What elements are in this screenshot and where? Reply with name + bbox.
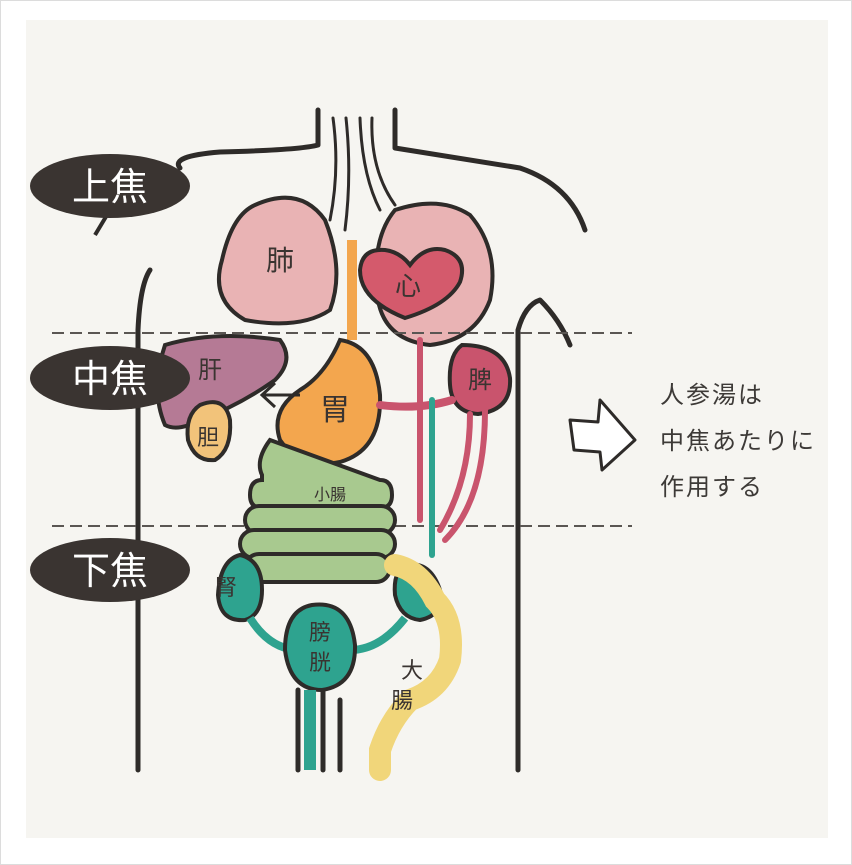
annotation-note: 人参湯は 中焦あたりに 作用する	[660, 372, 840, 510]
annotation-line-1: 人参湯は	[660, 372, 840, 418]
annotation-line-2: 中焦あたりに	[660, 418, 840, 464]
pointing-arrow-icon	[570, 400, 635, 470]
organ-label-lung: 肺	[266, 244, 294, 277]
organ-label-gallbladder: 胆	[197, 426, 219, 451]
organ-label-spleen: 脾	[468, 366, 492, 394]
zone-label-lower: 下焦	[72, 549, 148, 593]
organ-label-small-intestine: 小腸	[314, 485, 346, 504]
esophagus	[330, 118, 395, 230]
organ-label-large-intestine-2: 腸	[391, 689, 413, 714]
organ-label-kidney: 腎	[215, 576, 237, 601]
zone-label-middle: 中焦	[72, 357, 148, 401]
organ-label-heart: 心	[395, 272, 421, 302]
small-intestine	[240, 440, 395, 582]
bladder	[285, 605, 355, 691]
organ-label-stomach: 胃	[320, 393, 350, 428]
organ-label-bladder-1: 膀	[309, 621, 331, 646]
organ-label-bladder-2: 胱	[309, 651, 331, 676]
zone-label-upper: 上焦	[72, 165, 148, 209]
annotation-line-3: 作用する	[660, 464, 840, 510]
organ-label-large-intestine-1: 大	[401, 659, 423, 684]
organ-label-liver: 肝	[198, 356, 222, 384]
